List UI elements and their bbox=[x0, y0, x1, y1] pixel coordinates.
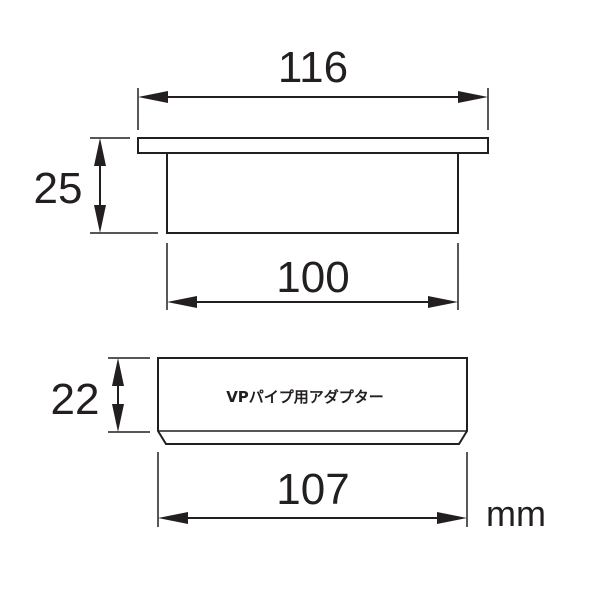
dimension-25: 25 bbox=[34, 137, 158, 234]
arrowhead-right bbox=[428, 296, 458, 308]
part-name-label: VPパイプ用アダプター bbox=[226, 388, 384, 406]
arrowhead-right bbox=[458, 91, 488, 103]
dimension-116: 116 bbox=[137, 43, 489, 130]
dimension-label-25: 25 bbox=[34, 164, 83, 213]
arrowhead-left bbox=[138, 91, 168, 103]
arrowhead-top bbox=[112, 358, 124, 386]
dimension-label-22: 22 bbox=[51, 375, 100, 424]
arrowhead-top bbox=[94, 138, 106, 166]
top-part-body bbox=[166, 152, 459, 234]
dimension-label-116: 116 bbox=[278, 43, 348, 92]
dimension-107: 107 bbox=[157, 452, 468, 527]
arrowhead-left bbox=[158, 512, 188, 524]
arrowhead-bottom bbox=[94, 205, 106, 233]
dimension-label-107: 107 bbox=[276, 465, 349, 514]
bottom-part: VPパイプ用アダプター bbox=[157, 357, 468, 445]
arrowhead-left bbox=[167, 296, 197, 308]
dimension-100: 100 bbox=[166, 243, 459, 310]
unit-label: mm bbox=[486, 493, 546, 534]
top-part bbox=[137, 137, 489, 234]
dimension-22: 22 bbox=[51, 357, 150, 433]
dimension-label-100: 100 bbox=[276, 253, 349, 302]
arrowhead-bottom bbox=[112, 404, 124, 432]
top-part-flange bbox=[137, 137, 489, 154]
arrowhead-right bbox=[437, 512, 467, 524]
